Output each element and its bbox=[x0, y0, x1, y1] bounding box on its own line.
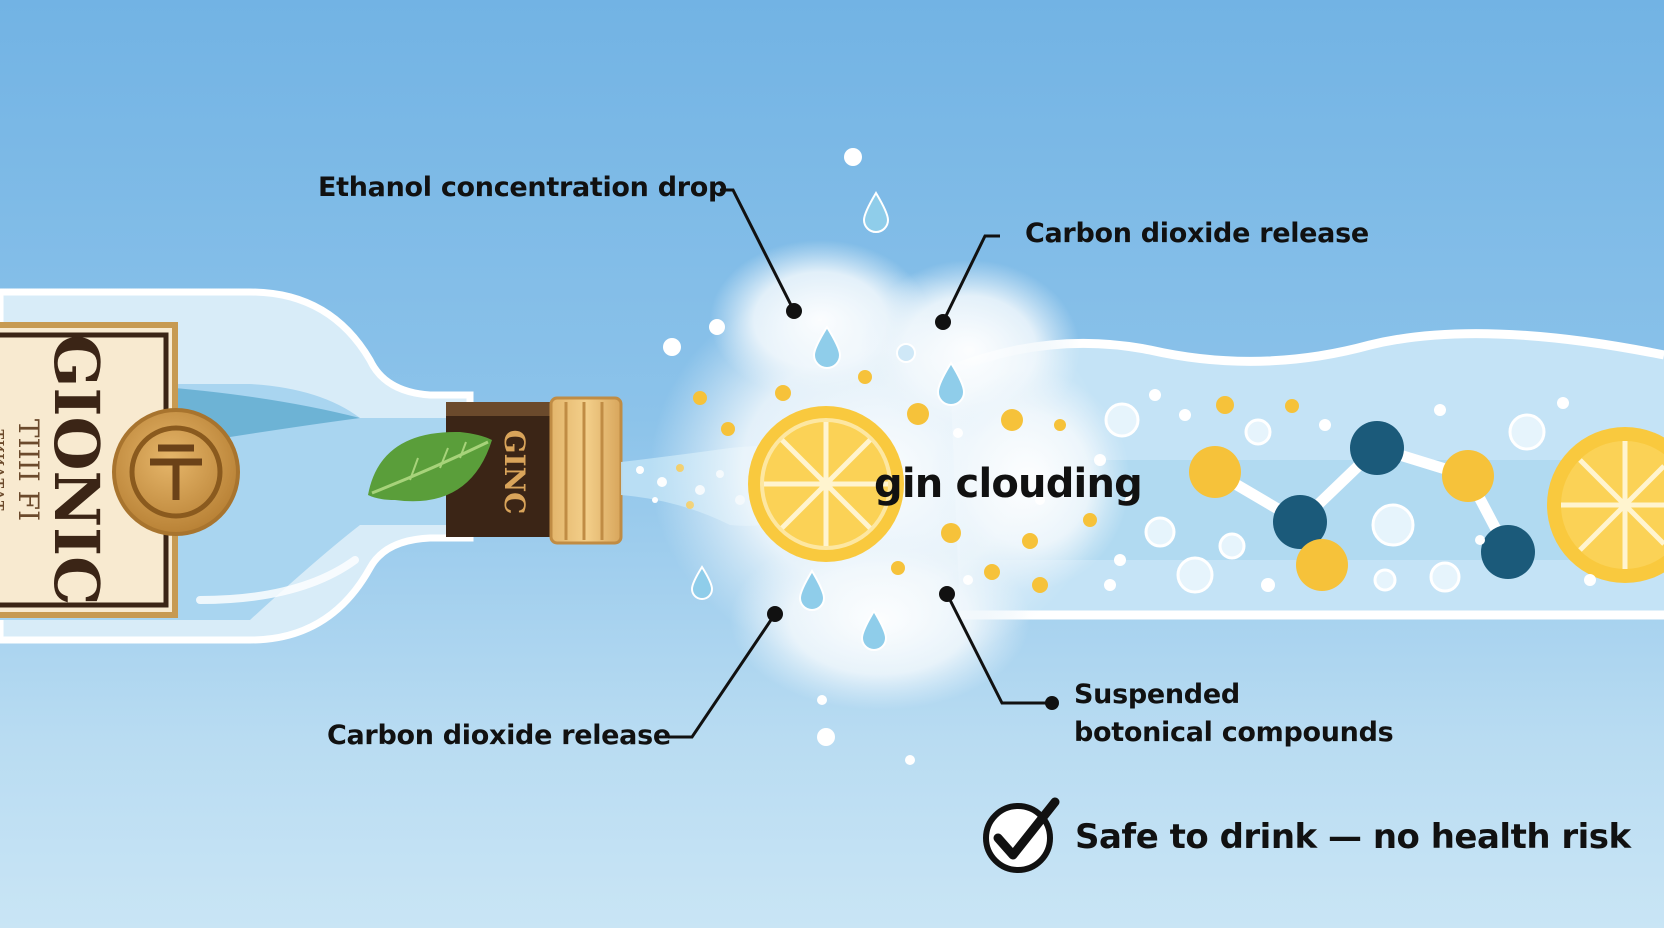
callout-ethanol-line bbox=[720, 188, 796, 312]
lemon-slice-icon bbox=[748, 406, 904, 562]
neck-label-band bbox=[446, 402, 551, 416]
callout-co2-bottom-line bbox=[668, 613, 777, 739]
callout-suspended-line bbox=[945, 593, 1052, 705]
callout-co2-top-line bbox=[941, 234, 1000, 323]
bottle-cork bbox=[549, 396, 623, 545]
label-carbon-dioxide-release-bottom: Carbon dioxide release bbox=[327, 720, 671, 751]
bottle-neck-text: GINC bbox=[498, 430, 531, 515]
label-ethanol-concentration-drop: Ethanol concentration drop bbox=[318, 172, 728, 203]
diagram-title: gin clouding bbox=[874, 461, 1143, 507]
label-carbon-dioxide-release-top: Carbon dioxide release bbox=[1025, 218, 1369, 249]
bottle-label-sub1: TIIII FI bbox=[12, 419, 45, 521]
leaf-icon bbox=[368, 431, 492, 502]
lemon-slice-right-icon bbox=[1547, 427, 1664, 583]
label-suspended-line2: botonical compounds bbox=[1074, 717, 1394, 748]
callout-dots bbox=[767, 303, 1059, 710]
bottle-label-sub2: ᴛᴎᴎᴧᴛᴧᴛ bbox=[0, 429, 13, 511]
seal-icon bbox=[112, 408, 240, 536]
gin-bottle: GIONIC TIIII FI ᴛᴎᴎᴧᴛᴧᴛ GINC bbox=[0, 288, 623, 644]
safety-note: Safe to drink — no health risk bbox=[1075, 817, 1631, 857]
water-drop-icon bbox=[690, 191, 966, 651]
molecule-icon bbox=[1189, 421, 1535, 591]
bubble-icon bbox=[1104, 402, 1546, 594]
label-suspended-line1: Suspended bbox=[1074, 679, 1240, 710]
bottle-highlight bbox=[196, 556, 359, 604]
checkmark-circle-icon bbox=[983, 797, 1060, 873]
callout-lines bbox=[668, 188, 1052, 739]
bubble-dots bbox=[1083, 389, 1596, 592]
bottle-label-main: GIONIC bbox=[40, 335, 113, 606]
cloud-particles bbox=[663, 148, 1066, 765]
